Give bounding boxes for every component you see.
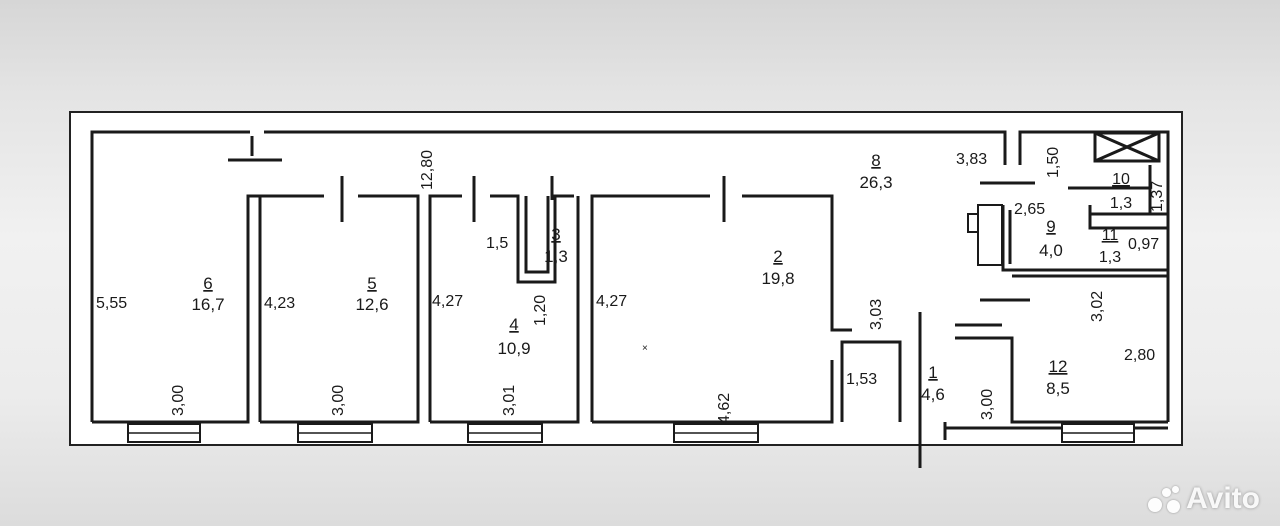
dim-label: 4,62	[716, 393, 733, 424]
room-9: 9 4,0	[1039, 217, 1063, 260]
room-1: 1 4,6	[921, 363, 945, 404]
room-area: 19,8	[761, 269, 794, 288]
room-3: 3 1,3	[544, 225, 568, 266]
room-number: 1	[928, 363, 937, 382]
dim-label: 3,83	[956, 151, 987, 168]
room-area: 1,3	[1099, 249, 1121, 266]
room-area: 8,5	[1046, 379, 1070, 398]
dimension-labels: 5,55 3,00 4,23 3,00 4,27 3,01 1,5 1,20 4…	[96, 147, 1166, 424]
room-number: 5	[367, 274, 376, 293]
room-number: 10	[1112, 171, 1130, 188]
door-marks	[228, 136, 922, 468]
room-number: 4	[509, 315, 518, 334]
room-number: 12	[1049, 357, 1068, 376]
dim-label: 3,00	[979, 389, 996, 420]
room-number: 6	[203, 274, 212, 293]
dim-label: 2,80	[1124, 347, 1155, 364]
room-4: 4 10,9	[497, 315, 530, 358]
room-area: 16,7	[191, 295, 224, 314]
room-number: 2	[773, 247, 782, 266]
room-number: 8	[871, 151, 880, 170]
dim-label: 1,50	[1045, 147, 1062, 178]
dim-label: 3,00	[330, 385, 347, 416]
dim-label: 2,65	[1014, 201, 1045, 218]
dim-label: 4,23	[264, 295, 295, 312]
dim-label: 4,27	[432, 293, 463, 310]
dim-label: 1,53	[846, 371, 877, 388]
walls	[90, 130, 1170, 440]
outer-frame	[69, 111, 1183, 446]
dim-label: 12,80	[419, 150, 436, 190]
room-number: 9	[1046, 217, 1055, 236]
stove-icon	[967, 204, 1003, 266]
room-number: 3	[551, 225, 560, 244]
dim-label: 4,27	[596, 293, 627, 310]
avito-watermark: Avito	[1148, 482, 1260, 516]
room-area: 1,3	[544, 247, 568, 266]
room-number: 11	[1102, 227, 1119, 244]
room-10: 10 1,3	[1110, 171, 1132, 212]
room-5: 5 12,6	[355, 274, 388, 314]
dim-label: 3,02	[1089, 291, 1106, 322]
room-area: 12,6	[355, 295, 388, 314]
room-area: 10,9	[497, 339, 530, 358]
dim-label: 0,97	[1128, 236, 1159, 253]
dim-label: 5,55	[96, 295, 127, 312]
dim-label: 1,20	[532, 295, 549, 326]
room-area: 26,3	[859, 173, 892, 192]
dim-label: 1,37	[1149, 181, 1166, 212]
shaft-icon	[1093, 131, 1161, 163]
room-2: 2 19,8	[761, 247, 794, 288]
dim-label: 3,00	[170, 385, 187, 416]
room-8: 8 26,3	[859, 151, 892, 192]
center-mark: ×	[642, 343, 648, 354]
dim-label: 3,01	[501, 385, 518, 416]
avito-watermark-text: Avito	[1186, 482, 1260, 515]
dim-label: 1,5	[486, 235, 508, 252]
room-11: 11 1,3	[1099, 227, 1121, 266]
dim-label: 3,03	[868, 299, 885, 330]
avito-logo-icon	[1148, 484, 1182, 514]
room-area: 4,6	[921, 385, 945, 404]
room-area: 1,3	[1110, 195, 1132, 212]
room-12: 12 8,5	[1046, 357, 1070, 398]
room-area: 4,0	[1039, 241, 1063, 260]
room-6: 6 16,7	[191, 274, 224, 314]
